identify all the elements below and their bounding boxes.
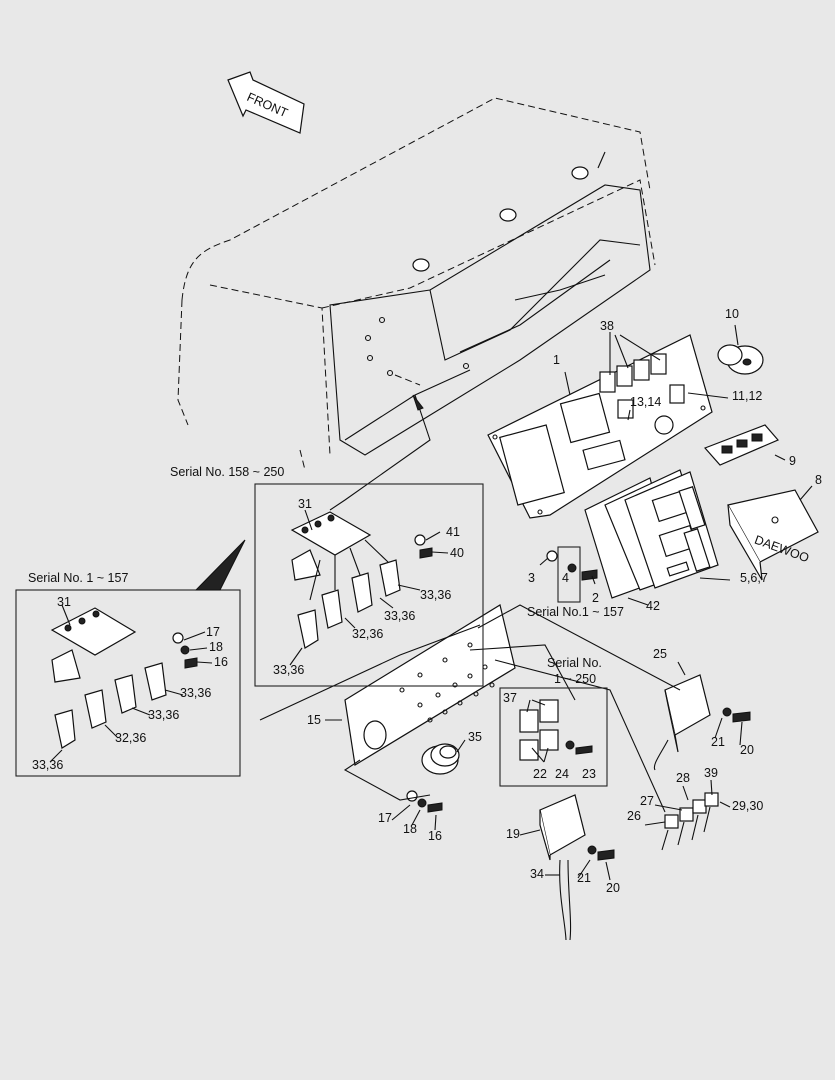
hour-meter: DAEWOO <box>727 489 819 581</box>
relay-set <box>519 699 593 761</box>
callout-25: 25 <box>653 647 667 661</box>
buzzer <box>653 674 751 771</box>
callout-38: 38 <box>600 319 614 333</box>
callout-33-36e: 33,36 <box>148 708 179 722</box>
switch-plate <box>344 604 516 766</box>
gauge-cluster <box>584 469 719 599</box>
callout-33-36b: 33,36 <box>384 609 415 623</box>
callout-4: 4 <box>562 571 569 585</box>
callout-2: 2 <box>592 591 599 605</box>
callout-9: 9 <box>789 454 796 468</box>
indicator-lamp-block <box>703 424 779 466</box>
inset-frame-relays <box>499 687 608 787</box>
callout-1: 1 <box>553 353 560 367</box>
callout-42: 42 <box>646 599 660 613</box>
inset-frame-serial-158-250 <box>254 483 484 687</box>
callout-40: 40 <box>450 546 464 560</box>
callout-20a: 20 <box>740 743 754 757</box>
callout-15: 15 <box>307 713 321 727</box>
callout-33-36f: 33,36 <box>32 758 63 772</box>
caption-serial-no: Serial No. <box>547 656 602 670</box>
callout-8: 8 <box>815 473 822 487</box>
callout-32-36a: 32,36 <box>352 627 383 641</box>
callout-16a: 16 <box>214 655 228 669</box>
callout-20b: 20 <box>606 881 620 895</box>
callout-13-14: 13,14 <box>630 395 661 409</box>
callout-28: 28 <box>676 771 690 785</box>
callout-19: 19 <box>506 827 520 841</box>
callout-26: 26 <box>627 809 641 823</box>
inset-frame-bolt <box>557 546 581 603</box>
callout-31b: 31 <box>57 595 71 609</box>
callout-10: 10 <box>725 307 739 321</box>
callout-32-36b: 32,36 <box>115 731 146 745</box>
callout-37: 37 <box>503 691 517 705</box>
callout-35: 35 <box>468 730 482 744</box>
callout-41: 41 <box>446 525 460 539</box>
caption-serial-range: 1 ~ 250 <box>554 672 596 686</box>
callout-29-30: 29,30 <box>732 799 763 813</box>
caption-serial-1-157-left: Serial No. 1 ~ 157 <box>28 571 128 585</box>
inset-frame-serial-1-157 <box>15 589 241 777</box>
callout-22: 22 <box>533 767 547 781</box>
callout-33-36d: 33,36 <box>180 686 211 700</box>
callout-33-36a: 33,36 <box>420 588 451 602</box>
callout-11-12: 11,12 <box>732 389 762 403</box>
callout-18b: 18 <box>403 822 417 836</box>
callout-33-36c: 33,36 <box>273 663 304 677</box>
callout-27: 27 <box>640 794 654 808</box>
callout-21a: 21 <box>711 735 725 749</box>
callout-39: 39 <box>704 766 718 780</box>
lower-switch-bracket <box>50 607 198 749</box>
callout-24: 24 <box>555 767 569 781</box>
callout-3: 3 <box>528 571 535 585</box>
connector-block <box>661 792 719 851</box>
inset-frames <box>15 483 608 787</box>
callout-21b: 21 <box>577 871 591 885</box>
instrument-panel <box>487 334 713 519</box>
flasher-unit <box>539 794 615 941</box>
callout-17a: 17 <box>206 625 220 639</box>
front-arrow: FRONT <box>227 71 305 134</box>
callouts: 1 2 3 4 5,6,7 8 9 10 11,12 13,14 15 16 1… <box>32 307 822 895</box>
fastener-group <box>406 550 598 813</box>
callout-31a: 31 <box>298 497 312 511</box>
caption-serial-1-157-small: Serial No.1 ~ 157 <box>527 605 624 619</box>
dashboard-outline <box>177 97 656 511</box>
callout-17b: 17 <box>378 811 392 825</box>
upper-switch-bracket <box>290 511 433 649</box>
callout-23: 23 <box>582 767 596 781</box>
callout-16b: 16 <box>428 829 442 843</box>
leader-lines <box>49 151 813 881</box>
callout-5-6-7: 5,6,7 <box>740 571 768 585</box>
starter-switch <box>717 344 764 375</box>
callout-18a: 18 <box>209 640 223 654</box>
callout-34: 34 <box>530 867 544 881</box>
socket-35 <box>421 743 460 775</box>
caption-serial-158-250: Serial No. 158 ~ 250 <box>170 465 284 479</box>
